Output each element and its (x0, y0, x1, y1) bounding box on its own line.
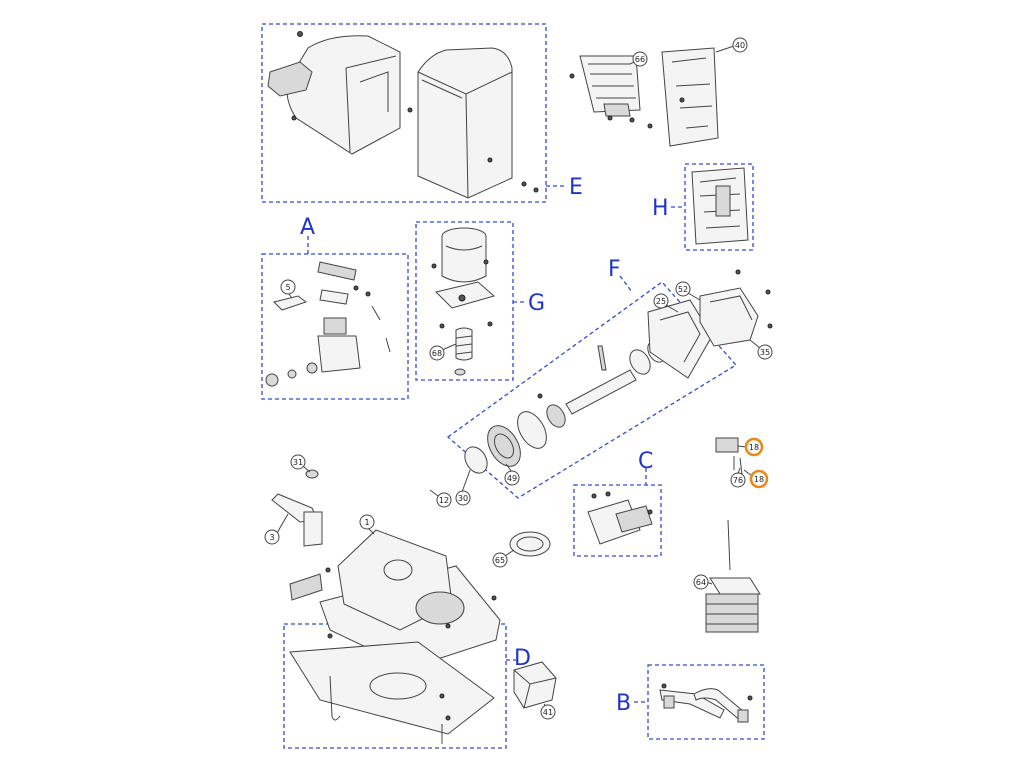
group-label-G: G (528, 291, 545, 316)
bracket-icon (659, 683, 753, 723)
callout-30: 30 (455, 469, 471, 506)
callout-1: 1 (359, 514, 375, 535)
callout-65: 65 (492, 549, 515, 568)
svg-text:49: 49 (507, 474, 517, 483)
svg-text:25: 25 (656, 297, 666, 306)
callout-40: 40 (715, 37, 748, 53)
svg-text:65: 65 (495, 556, 505, 565)
callout-18-lower: 18 (743, 469, 769, 489)
transformer-icon (705, 519, 761, 633)
electric-motor-icon (431, 227, 496, 376)
callout-64: 64 (693, 574, 713, 590)
limit-switch-housing-icon (699, 287, 759, 347)
callout-31: 31 (290, 454, 311, 473)
group-label-C: C (638, 449, 653, 474)
callout-52: 52 (675, 281, 701, 301)
switch-contact-icon (715, 437, 743, 475)
group-D-box (283, 623, 516, 749)
group-F-box (446, 275, 738, 499)
group-label-H: H (652, 196, 669, 221)
callout-68: 68 (429, 343, 457, 361)
svg-text:3: 3 (269, 533, 274, 542)
svg-text:41: 41 (543, 708, 553, 717)
svg-text:5: 5 (285, 283, 290, 292)
group-A-box (261, 236, 409, 400)
callout-12: 12 (429, 489, 452, 508)
svg-text:1: 1 (364, 518, 369, 527)
callout-3: 3 (264, 513, 289, 545)
callout-76: 76 (730, 467, 746, 488)
seal-ring-icon (509, 531, 551, 557)
svg-text:40: 40 (735, 41, 745, 50)
svg-text:12: 12 (439, 496, 449, 505)
end-block-icon (513, 661, 557, 709)
svg-text:52: 52 (678, 285, 688, 294)
gearbox-base-icon (289, 529, 501, 669)
limit-switch-board-icon (587, 491, 653, 545)
svg-text:31: 31 (293, 458, 303, 467)
release-lever-icon (271, 469, 323, 547)
svg-text:64: 64 (696, 578, 706, 587)
callout-18-upper: 18 (737, 437, 764, 457)
motor-cover-icon (267, 31, 539, 199)
svg-text:76: 76 (733, 476, 743, 485)
group-B-box (634, 664, 765, 740)
svg-text:30: 30 (458, 494, 468, 503)
callout-25: 25 (653, 293, 679, 313)
svg-text:68: 68 (432, 349, 442, 358)
callout-41: 41 (540, 703, 556, 720)
callout-35: 35 (749, 339, 773, 360)
group-C-box (573, 468, 662, 557)
group-E-box (261, 23, 566, 203)
group-label-D: D (514, 646, 531, 671)
group-H-box (671, 163, 754, 251)
group-label-A: A (300, 215, 315, 240)
callout-5: 5 (280, 279, 296, 299)
board-H-icon (691, 167, 749, 245)
gear-icon (464, 269, 773, 474)
release-parts-icon (265, 261, 391, 387)
svg-text:35: 35 (760, 348, 770, 357)
callout-66: 66 (629, 51, 648, 67)
group-label-B: B (616, 691, 631, 716)
svg-text:66: 66 (635, 55, 645, 64)
group-label-E: E (569, 175, 583, 200)
group-label-F: F (608, 257, 621, 282)
base-plate-icon (289, 633, 495, 744)
group-G-box (415, 221, 526, 381)
callout-49: 49 (504, 463, 520, 486)
svg-text:18: 18 (749, 443, 759, 452)
svg-text:18: 18 (754, 475, 764, 484)
control-board-icon (569, 47, 719, 147)
